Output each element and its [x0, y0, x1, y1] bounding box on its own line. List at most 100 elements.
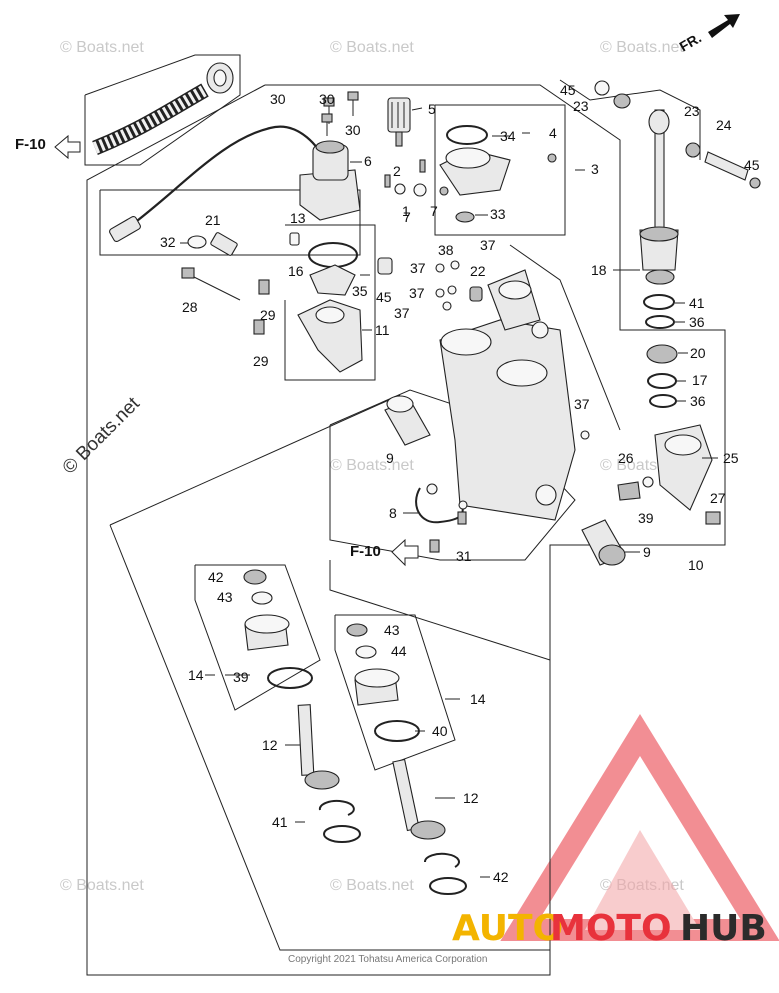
figure-ref-label: F-10	[350, 543, 381, 560]
anode-block	[617, 424, 721, 525]
callout: 3	[591, 161, 599, 177]
callout: 13	[290, 210, 306, 226]
lower-assembly-right	[346, 623, 467, 895]
plugs	[384, 395, 626, 566]
drive-gear	[387, 97, 411, 147]
trim-motor	[299, 140, 361, 221]
watermark: © Boats.net	[60, 877, 144, 894]
callout: 37	[480, 237, 496, 253]
lower-assembly-left	[243, 569, 361, 843]
figure-ref-bottom[interactable]: F-10	[350, 538, 419, 567]
callout: 28	[182, 299, 198, 315]
valve-parts	[181, 232, 241, 301]
callout: 42	[493, 869, 509, 885]
callout: 27	[710, 490, 726, 506]
watermark: © Boats.net	[330, 39, 414, 56]
copyright-notice: Copyright 2021 Tohatsu America Corporati…	[288, 954, 487, 965]
callout: 12	[262, 737, 278, 753]
callout: 41	[689, 295, 705, 311]
callout: 40	[432, 723, 448, 739]
front-marker: FR.	[677, 14, 740, 55]
callout: 12	[463, 790, 479, 806]
tilt-rod-assembly	[639, 109, 679, 408]
pump-housing	[439, 125, 511, 223]
callout: 26	[618, 450, 634, 466]
fittings	[253, 232, 393, 335]
callout: 37	[410, 260, 426, 276]
brand-logo: AUTO MOTO HUB	[452, 908, 767, 949]
callout: 24	[716, 117, 732, 133]
watermark: © Boats.net	[59, 393, 145, 479]
callout: 39	[233, 669, 249, 685]
callout: 9	[386, 450, 394, 466]
assembly-frame	[86, 79, 726, 976]
callout: 9	[643, 544, 651, 560]
watermark: © Boats.net	[600, 39, 684, 56]
callout: 38	[438, 242, 454, 258]
leader-lines	[180, 107, 718, 878]
watermark: © Boats.net	[330, 457, 414, 474]
callout: 45	[560, 82, 576, 98]
callout-labels: 1 2 3 4 5 6 7 7 8 9 9 10 11 12 12 13 14 …	[160, 82, 760, 885]
callout: 33	[490, 206, 506, 222]
ground-wire	[415, 483, 468, 553]
watermark: © Boats.net	[60, 39, 144, 56]
callout: 44	[391, 643, 407, 659]
callout: 7	[403, 209, 411, 225]
callout: 36	[690, 393, 706, 409]
callout: 31	[456, 548, 472, 564]
callout: 30	[270, 91, 286, 107]
callout: 23	[573, 98, 589, 114]
callout: 10	[688, 557, 704, 573]
callout: 45	[744, 157, 760, 173]
callout: 5	[428, 101, 436, 117]
callout: 43	[217, 589, 233, 605]
cylinder-body	[439, 269, 576, 521]
pin-hardware	[594, 80, 761, 189]
callout: 21	[205, 212, 221, 228]
small-hardware	[384, 153, 557, 197]
callout: 39	[638, 510, 654, 526]
callout: 18	[591, 262, 607, 278]
callout: 32	[160, 234, 176, 250]
callout: 16	[288, 263, 304, 279]
callout: 30	[319, 91, 335, 107]
callout: 23	[684, 103, 700, 119]
o-rings	[435, 260, 590, 440]
callout: 11	[375, 322, 390, 338]
callout: 43	[384, 622, 400, 638]
svg-text:HUB: HUB	[680, 908, 767, 949]
svg-text:AUTO: AUTO	[452, 908, 563, 949]
callout: 29	[253, 353, 269, 369]
callout: 35	[352, 283, 368, 299]
callout: 41	[272, 814, 288, 830]
callout: 17	[692, 372, 708, 388]
trim-sender-cable	[109, 125, 326, 243]
callout: 45	[376, 289, 392, 305]
callout: 29	[260, 307, 276, 323]
callout: 25	[723, 450, 739, 466]
callout: 7	[430, 203, 438, 219]
watermark: © Boats.net	[330, 877, 414, 894]
callout: 30	[345, 122, 361, 138]
logo-mark	[500, 714, 779, 941]
callout: 14	[470, 691, 486, 707]
callout: 37	[394, 305, 410, 321]
svg-text:MOTO: MOTO	[550, 908, 672, 949]
figure-ref-top[interactable]: F-10	[15, 134, 81, 160]
valve-body	[297, 242, 363, 373]
callout: 2	[393, 163, 401, 179]
callout: 22	[470, 263, 486, 279]
callout: 36	[689, 314, 705, 330]
callout: 6	[364, 153, 372, 169]
callout: 4	[549, 125, 557, 141]
callout: 20	[690, 345, 706, 361]
callout: 14	[188, 667, 204, 683]
callout: 1	[402, 203, 410, 219]
figure-ref-label: F-10	[15, 136, 46, 153]
bellows-hose	[84, 54, 241, 166]
callout: 34	[500, 128, 516, 144]
callout: 37	[574, 396, 590, 412]
callout: 42	[208, 569, 224, 585]
